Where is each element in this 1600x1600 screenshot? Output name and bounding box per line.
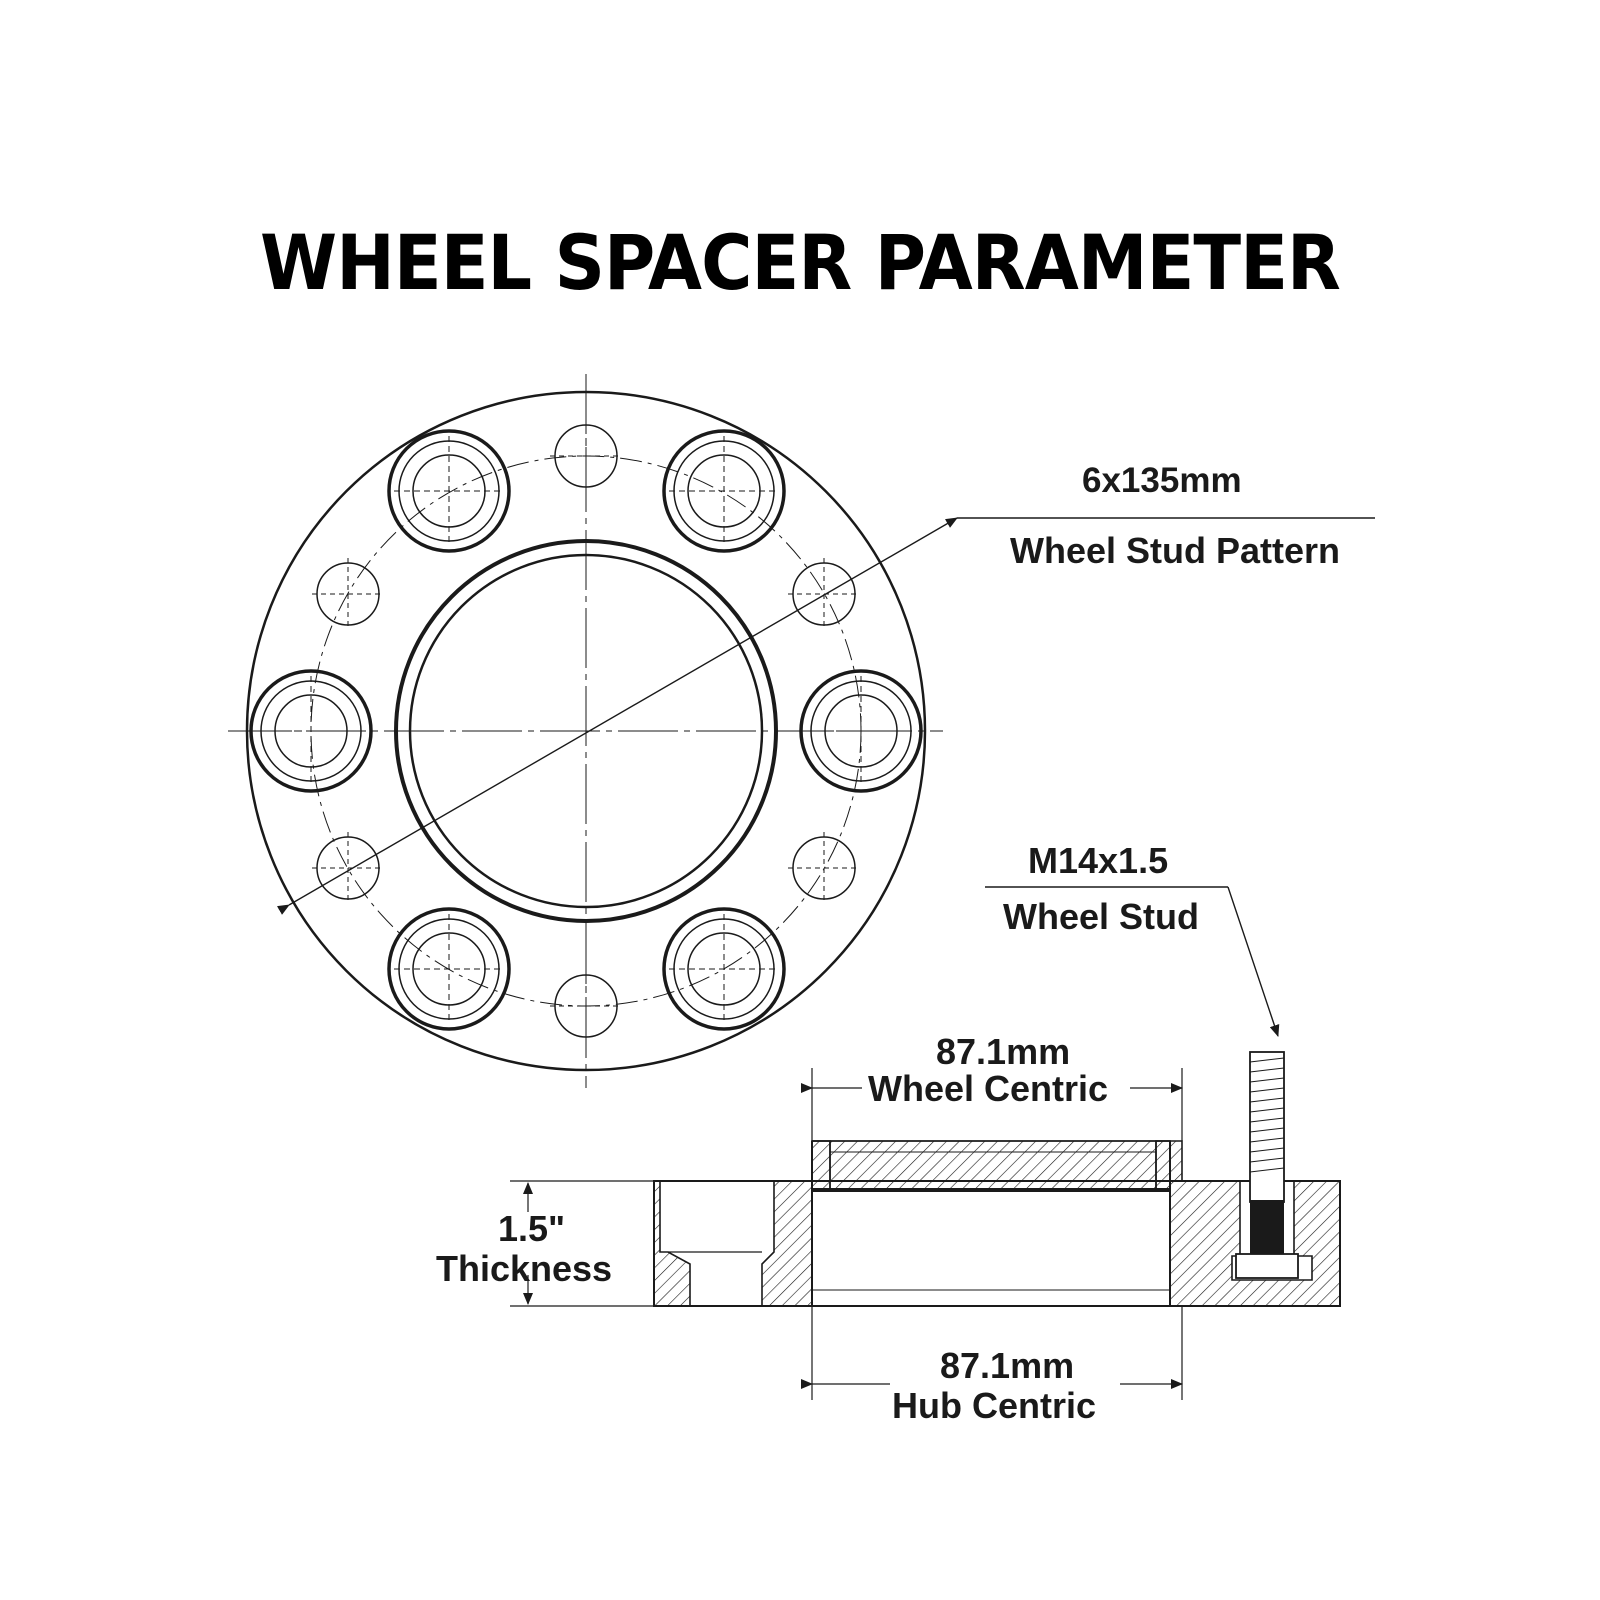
bolt-hole [550,420,622,492]
stud-hole [662,907,786,1031]
page-title: WHEEL SPACER PARAMETER [260,218,1341,307]
stud-hole [387,429,511,553]
hub-centric-dimension [801,1306,1183,1400]
hub-ring [812,1140,1183,1191]
hub-centric-label: Hub Centric [892,1385,1097,1426]
stud-hole [662,429,786,553]
wheel-stud [1235,1051,1299,1279]
wheel-centric-label: Wheel Centric [868,1068,1109,1109]
stud-hole [387,907,511,1031]
stud-label: Wheel Stud [1003,896,1199,937]
thickness-label: Thickness [436,1248,613,1289]
bolt-hole [550,970,622,1042]
wheel-centric-dimension [801,1068,1183,1141]
stud-leader [985,886,1280,1037]
thickness-value: 1.5" [498,1208,566,1249]
stud-value: M14x1.5 [1028,840,1169,881]
thickness-dimension [510,1180,654,1307]
pattern-label: Wheel Stud Pattern [1010,530,1341,571]
bolt-hole [788,558,860,630]
pattern-leader [276,517,1375,915]
bolt-hole [312,558,384,630]
hub-centric-value: 87.1mm [940,1345,1075,1386]
pattern-value: 6x135mm [1082,461,1242,500]
bolt-hole [788,832,860,904]
wheel-centric-value: 87.1mm [936,1031,1071,1072]
front-view [228,374,1375,1088]
bolt-hole [312,832,384,904]
side-section-view [510,886,1341,1400]
